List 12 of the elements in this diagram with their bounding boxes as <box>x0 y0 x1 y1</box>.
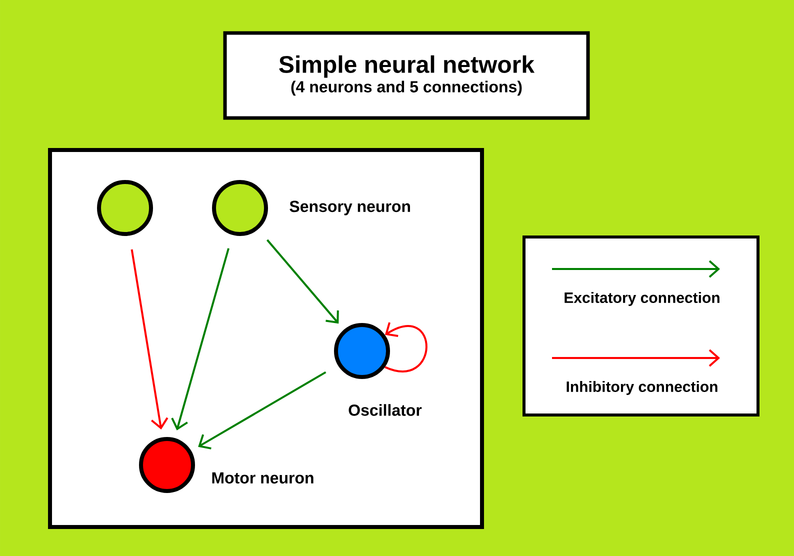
arrow <box>198 371 326 450</box>
legend-label: Excitatory connection <box>564 292 720 306</box>
title-box: Simple neural network (4 neurons and 5 connections) <box>223 31 590 120</box>
arrow <box>171 248 230 430</box>
neuron-label: Motor neuron <box>212 472 314 484</box>
arrow <box>266 239 339 324</box>
arrow <box>384 322 428 372</box>
arrow <box>130 249 168 430</box>
neuron-label: Sensory neuron <box>290 200 410 216</box>
neuron-label: Oscillator <box>348 404 422 416</box>
legend-label: Inhibitory connection <box>566 381 718 395</box>
network-frame <box>48 148 484 529</box>
